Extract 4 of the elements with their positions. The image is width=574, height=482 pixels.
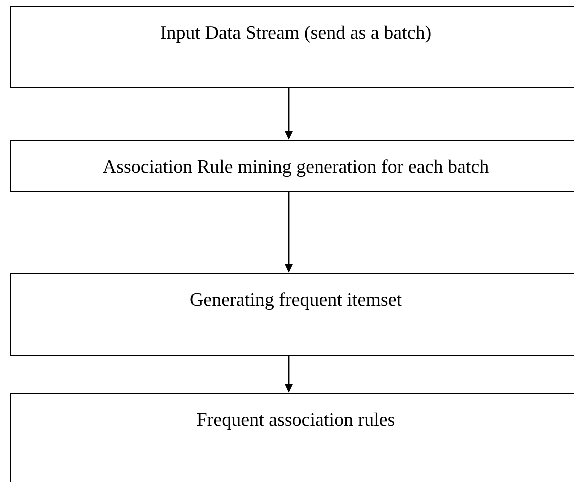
process-box: Frequent association rules — [10, 393, 574, 482]
process-box: Association Rule mining generation for each batch — [10, 140, 574, 192]
process-box: Input Data Stream (send as a batch) — [10, 6, 574, 88]
process-box: Generating frequent itemset — [10, 273, 574, 356]
